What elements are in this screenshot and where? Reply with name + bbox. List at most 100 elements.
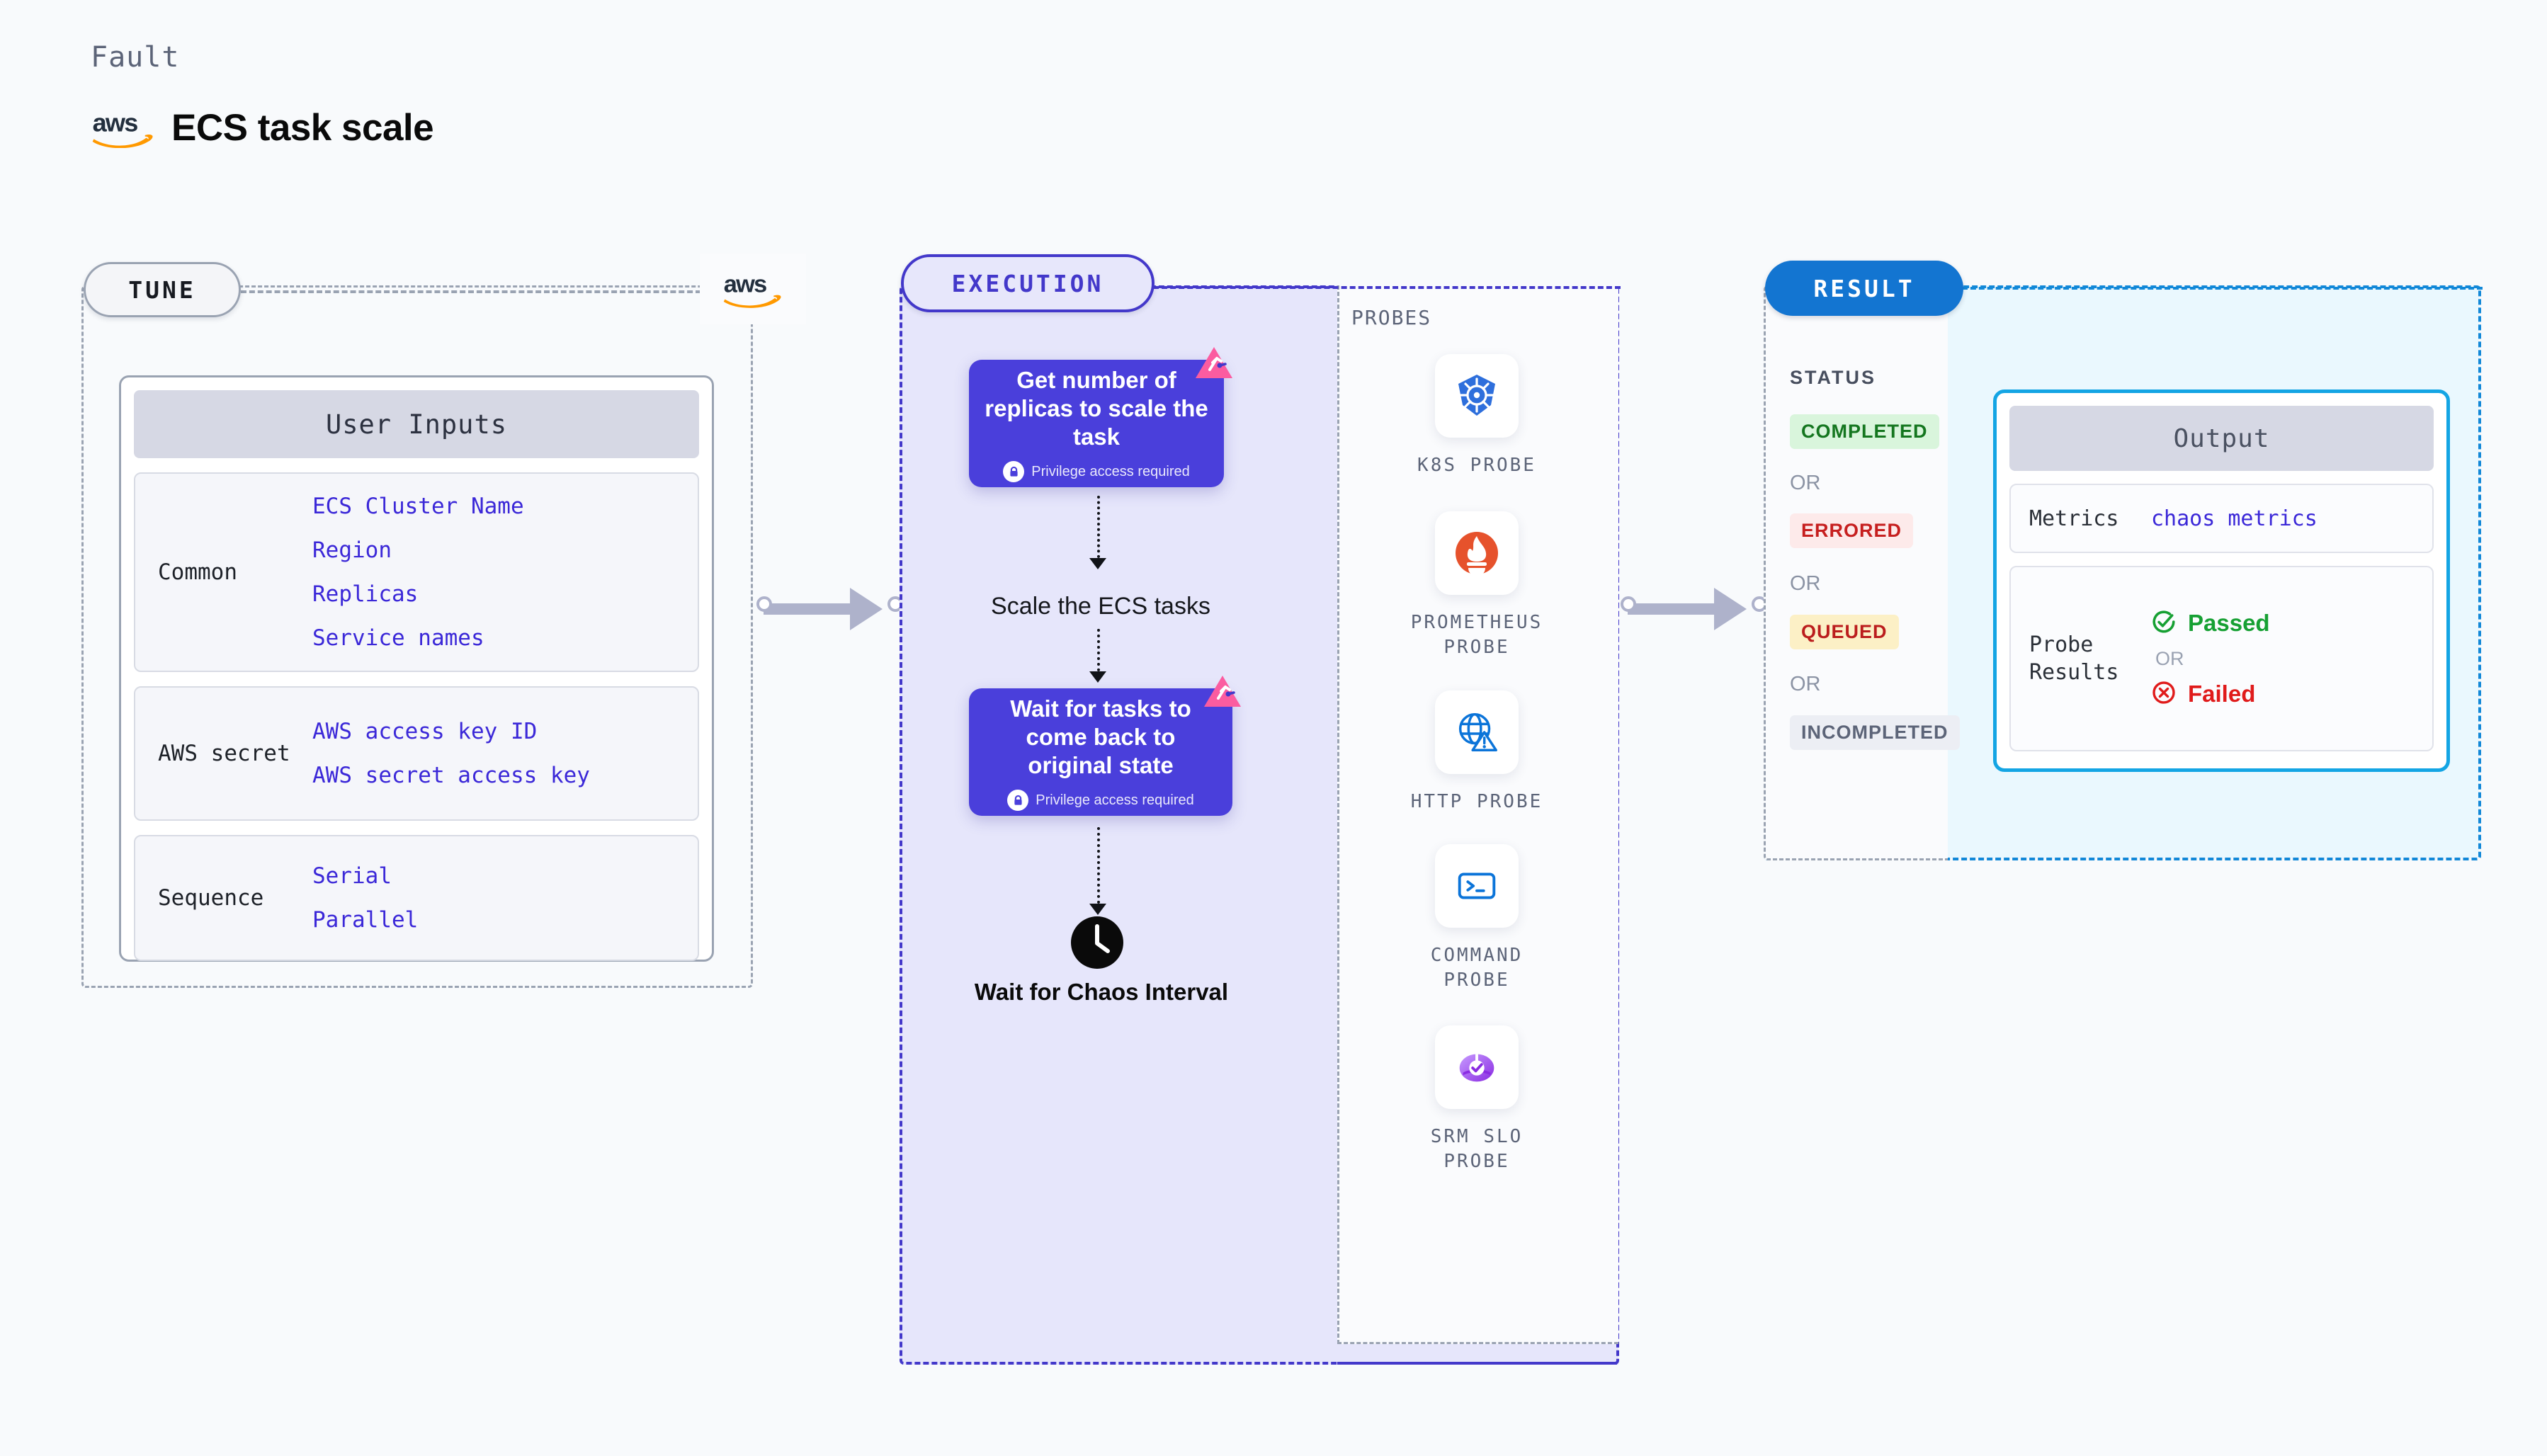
probes-title: PROBES [1351,306,1432,329]
execution-node-get-replicas[interactable]: Get number of replicas to scale the task… [969,347,1232,487]
wait-for-chaos-interval-label: Wait for Chaos Interval [974,979,1229,1005]
user-inputs-header: User Inputs [134,390,699,458]
prometheus-icon [1435,511,1519,595]
result-leader-line [1962,287,2483,290]
input-value[interactable]: ECS Cluster Name [312,494,524,519]
or-label: OR [1790,572,1821,595]
output-metrics-values: chaos metrics [2151,506,2425,531]
input-group-sequence: Sequence Serial Parallel [134,835,699,961]
probe-item-http[interactable]: HTTP PROBE [1392,690,1562,814]
status-title: STATUS [1790,367,1876,388]
probe-label: HTTP PROBE [1410,791,1543,812]
input-group-label: AWS secret [158,741,290,766]
output-card: Output Metrics chaos metrics Probe Resul… [1993,389,2450,772]
output-group-metrics: Metrics chaos metrics [2009,484,2434,553]
flow-arrow-3 [1089,904,1106,915]
terminal-icon [1435,844,1519,928]
connector-execution-to-result [1615,588,1775,630]
flow-arrow-2 [1089,671,1106,683]
status-badge-queued: QUEUED [1790,615,1899,649]
flow-line-2 [1097,629,1100,671]
input-value[interactable]: Region [312,538,392,563]
page-header: Fault aws ECS task scale [91,41,434,149]
flow-arrow-1 [1089,558,1106,569]
connector-arrowhead [1714,588,1747,630]
input-group-aws-secret: AWS secret AWS access key ID AWS secret … [134,686,699,821]
output-probe-results-label: Probe Results [2029,632,2119,685]
execution-step-label: Scale the ECS tasks [991,593,1210,620]
probe-item-k8s[interactable]: K8S PROBE [1392,354,1562,478]
aws-logo-icon: aws [700,254,806,324]
input-group-label: Sequence [158,885,264,911]
user-inputs-card: User Inputs Common ECS Cluster Name Regi… [119,375,714,962]
or-label: OR [2155,647,2184,669]
chaos-badge-icon [1194,346,1234,381]
input-group-common: Common ECS Cluster Name Region Replicas … [134,472,699,672]
fault-eyebrow-label: Fault [91,41,180,74]
output-metrics-value[interactable]: chaos metrics [2151,506,2318,531]
probe-result-failed: Failed [2151,680,2255,709]
probe-result-passed-label: Passed [2188,610,2270,636]
aws-logo-icon: aws [91,108,156,148]
svg-text:aws: aws [93,108,138,137]
tune-leader-line [241,290,701,293]
probe-item-srm-slo[interactable]: SRM SLO PROBE [1392,1025,1562,1174]
connector-bar [1628,603,1730,615]
status-badge-errored: ERRORED [1790,513,1914,548]
input-group-values: ECS Cluster Name Region Replicas Service… [305,494,691,651]
node-title: Wait for tasks to come back to original … [1010,695,1191,779]
connector-bar [764,603,866,615]
title-row: aws ECS task scale [91,106,434,149]
tune-pill[interactable]: TUNE [84,262,241,317]
input-value[interactable]: Replicas [312,581,419,607]
probe-label: K8S PROBE [1417,455,1536,476]
input-group-values: Serial Parallel [305,863,691,933]
input-value[interactable]: AWS access key ID [312,719,538,744]
probe-result-passed: Passed [2151,609,2270,638]
input-group-label: Common [158,559,237,585]
probe-label: SRM SLO PROBE [1430,1126,1524,1173]
probe-item-command[interactable]: COMMAND PROBE [1392,844,1562,993]
clock-icon [1070,915,1125,970]
result-pill[interactable]: RESULT [1765,261,1963,316]
globe-warning-icon [1435,690,1519,774]
input-group-values: AWS access key ID AWS secret access key [305,719,691,788]
input-value[interactable]: Service names [312,625,484,651]
status-badge-completed: COMPLETED [1790,414,1939,449]
lock-icon [1007,790,1029,812]
flow-line-3 [1097,827,1100,904]
connector-tune-to-execution [751,588,911,630]
connector-arrowhead [850,588,883,630]
privilege-note-text: Privilege access required [1031,463,1190,479]
or-label: OR [1790,472,1821,494]
output-header: Output [2009,406,2434,471]
x-circle-icon [2151,680,2177,709]
or-label: OR [1790,673,1821,695]
connector-endpoint-left [1621,596,1636,612]
probe-label: COMMAND PROBE [1430,945,1524,991]
output-group-probe-results: Probe Results Passed OR [2009,566,2434,751]
probe-result-failed-label: Failed [2188,681,2256,707]
slo-donut-check-icon [1435,1025,1519,1109]
probe-item-prometheus[interactable]: PROMETHEUS PROBE [1392,511,1562,660]
output-probe-results-values: Passed OR Failed [2151,609,2425,709]
svg-text:aws: aws [724,271,766,297]
input-value[interactable]: AWS secret access key [312,763,590,788]
privilege-note: Privilege access required [1003,461,1190,483]
status-badge-incompleted: INCOMPLETED [1790,715,1960,750]
node-title: Get number of replicas to scale the task [985,366,1208,450]
execution-node-wait-original-state[interactable]: Wait for tasks to come back to original … [969,676,1241,816]
check-circle-icon [2151,609,2177,638]
flow-line-1 [1097,496,1100,558]
privilege-note: Privilege access required [1007,790,1194,812]
probes-subpanel [1337,285,1618,1344]
execution-pill[interactable]: EXECUTION [901,254,1155,312]
input-value[interactable]: Serial [312,863,392,889]
privilege-note-text: Privilege access required [1036,792,1194,808]
tune-panel [81,285,753,988]
lock-icon [1003,461,1025,483]
connector-endpoint-left [756,596,772,612]
chaos-badge-icon [1203,674,1242,710]
output-metrics-label: Metrics [2029,506,2119,531]
input-value[interactable]: Parallel [312,907,419,933]
